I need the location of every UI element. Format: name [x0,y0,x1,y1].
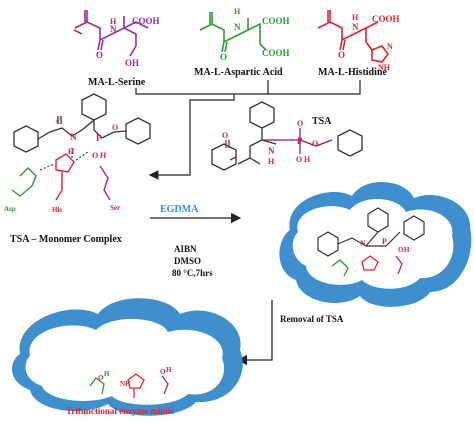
serine-cooh: COOH [132,16,160,26]
aspartic-n-atom: N [234,22,241,32]
histidine-cooh: COOH [372,14,400,24]
complex-ester-o: O [112,123,118,132]
egdma-label: EGDMA [160,204,199,215]
solvent-label: DMSO [174,256,201,266]
histidine-monomer [317,10,389,63]
tsa-oh-h: H [304,155,311,164]
complex-oh-o: O [92,151,98,160]
imprinted-polymer-cloud [279,181,472,307]
mimic-nh-atom: NH [120,380,131,388]
complex-p-atom: P [96,133,102,143]
histidine-n-atom: N [352,22,359,32]
serine-label: MA-L-Serine [88,77,146,88]
complex-structure [13,93,151,153]
conditions-label: 80 °C,7hrs [172,268,213,278]
mimic-h-atom: H [104,370,110,378]
complex-nh-h: H [68,147,75,156]
aspartic-o-atom: O [220,52,227,62]
ser-residue-label: Ser [110,204,120,212]
enzyme-mimic-cloud [11,298,243,416]
aspartic-cooh-2: COOH [262,48,290,58]
tsa-label: TSA [312,116,332,127]
serine-monomer [73,10,149,57]
serine-n-atom: N [110,24,117,34]
tsa-molecule [211,101,363,171]
initiator-label: AIBN [174,244,197,254]
mimic-o-atom: O [98,374,104,382]
tsa-p-atom: P [297,136,303,146]
tsa-n-atom: N [268,146,275,156]
removal-label: Removal of TSA [280,314,344,324]
serine-o-atom: O [96,50,103,60]
histidine-ring-n: N [387,42,393,51]
histidine-o-atom: O [338,50,345,60]
imprint-p-atom: P [382,237,387,246]
aspartic-cooh-1: COOH [262,16,290,26]
removal-arrow [236,300,273,366]
complex-oh-h: H [100,151,107,160]
product-label: Trifunctional enzyme mimic [66,406,174,416]
histidine-h-atom: H [352,13,359,22]
tsa-h-atom: H [268,157,275,166]
tsa-carbonyl-o: O [222,131,228,140]
monomer-bracket [135,80,361,180]
complex-carbonyl-o: O [56,117,62,126]
tsa-ester-o: O [312,139,318,148]
aspartic-monomer [199,12,267,53]
imprinted-tsa [317,207,425,257]
mimic-ser-o: O [160,368,166,376]
serine-h-atom: H [110,17,117,26]
serine-oh: OH [125,58,139,68]
complex-label: TSA – Monomer Complex [10,234,122,245]
histidine-label: MA-L-Histidine [318,67,387,78]
aspartic-h-atom: H [234,7,241,16]
mimic-ser-h: H [166,366,172,374]
imprint-h-atom: H [404,246,410,254]
complex-n-atom: N [70,132,77,142]
tsa-oh-o: O [296,155,302,164]
histidine-ring-nh: NH [378,63,391,72]
asp-residue-label: Asp [4,205,16,213]
imprint-o-atom: O [398,246,404,254]
his-residue-label: His [52,206,62,214]
aspartic-label: MA-L-Aspartic Acid [194,67,283,78]
imprint-n-atom: N [360,239,366,248]
binding-site [89,373,169,398]
tsa-po-o: O [297,119,303,128]
